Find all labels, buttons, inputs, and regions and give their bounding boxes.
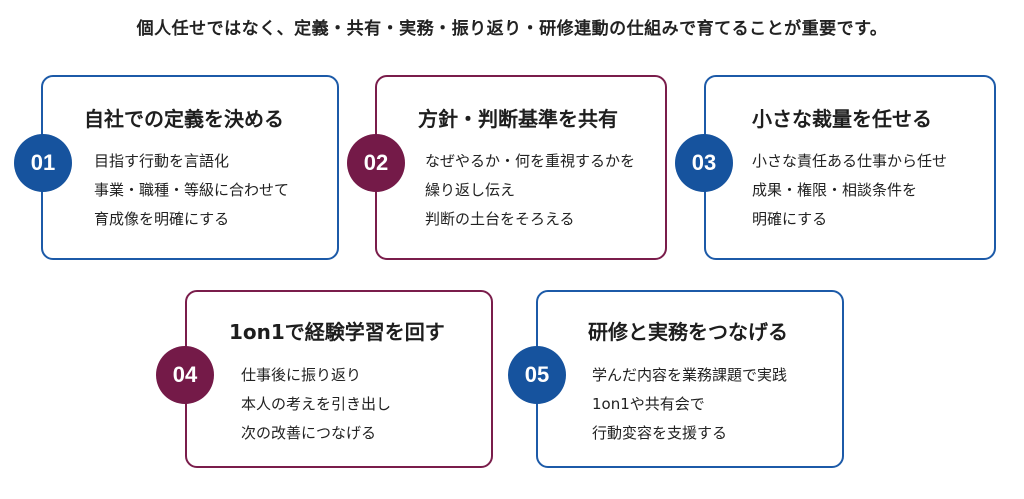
step-title-05: 研修と実務をつなげる: [588, 320, 788, 344]
step-card-03: [704, 75, 996, 260]
step-line: 次の改善につなげる: [241, 424, 377, 442]
step-number-badge-01: 01: [14, 134, 72, 192]
step-line: 小さな責任ある仕事から任せ: [752, 152, 948, 170]
step-number-badge-04: 04: [156, 346, 214, 404]
step-card-04: [185, 290, 493, 468]
step-number-badge-03: 03: [675, 134, 733, 192]
step-line: 本人の考えを引き出し: [241, 395, 392, 413]
step-title-01: 自社での定義を決める: [84, 107, 284, 131]
step-line: 学んだ内容を業務課題で実践: [592, 366, 788, 384]
step-line: 行動変容を支援する: [592, 424, 728, 442]
step-line: 目指す行動を言語化: [94, 152, 230, 170]
step-title-02: 方針・判断基準を共有: [418, 107, 618, 131]
step-line: 1on1や共有会で: [592, 395, 705, 413]
step-card-01: [41, 75, 339, 260]
step-title-03: 小さな裁量を任せる: [752, 107, 932, 131]
step-line: なぜやるか・何を重視するかを: [425, 152, 636, 170]
step-line: 育成像を明確にする: [94, 210, 230, 228]
step-description-04: 仕事後に振り返り 本人の考えを引き出し 次の改善につなげる: [241, 361, 391, 448]
step-line: 成果・権限・相談条件を: [752, 181, 918, 199]
headline: 個人任せではなく、定義・共有・実務・振り返り・研修連動の仕組みで育てることが重要…: [136, 19, 888, 39]
step-line: 仕事後に振り返り: [241, 366, 362, 384]
step-description-01: 目指す行動を言語化 事業・職種・等級に合わせて 育成像を明確にする: [94, 147, 289, 234]
step-number-badge-02: 02: [347, 134, 405, 192]
step-card-02: [375, 75, 667, 260]
step-description-03: 小さな責任ある仕事から任せ 成果・権限・相談条件を 明確にする: [752, 147, 947, 234]
step-line: 事業・職種・等級に合わせて: [94, 181, 290, 199]
step-line: 判断の土台をそろえる: [425, 210, 575, 228]
step-number-badge-05: 05: [508, 346, 566, 404]
step-line: 繰り返し伝え: [425, 181, 516, 199]
step-line: 明確にする: [752, 210, 828, 228]
step-description-02: なぜやるか・何を重視するかを 繰り返し伝え 判断の土台をそろえる: [425, 147, 635, 234]
step-card-05: [536, 290, 844, 468]
step-description-05: 学んだ内容を業務課題で実践 1on1や共有会で 行動変容を支援する: [592, 361, 787, 448]
step-title-04: 1on1で経験学習を回す: [229, 320, 445, 344]
